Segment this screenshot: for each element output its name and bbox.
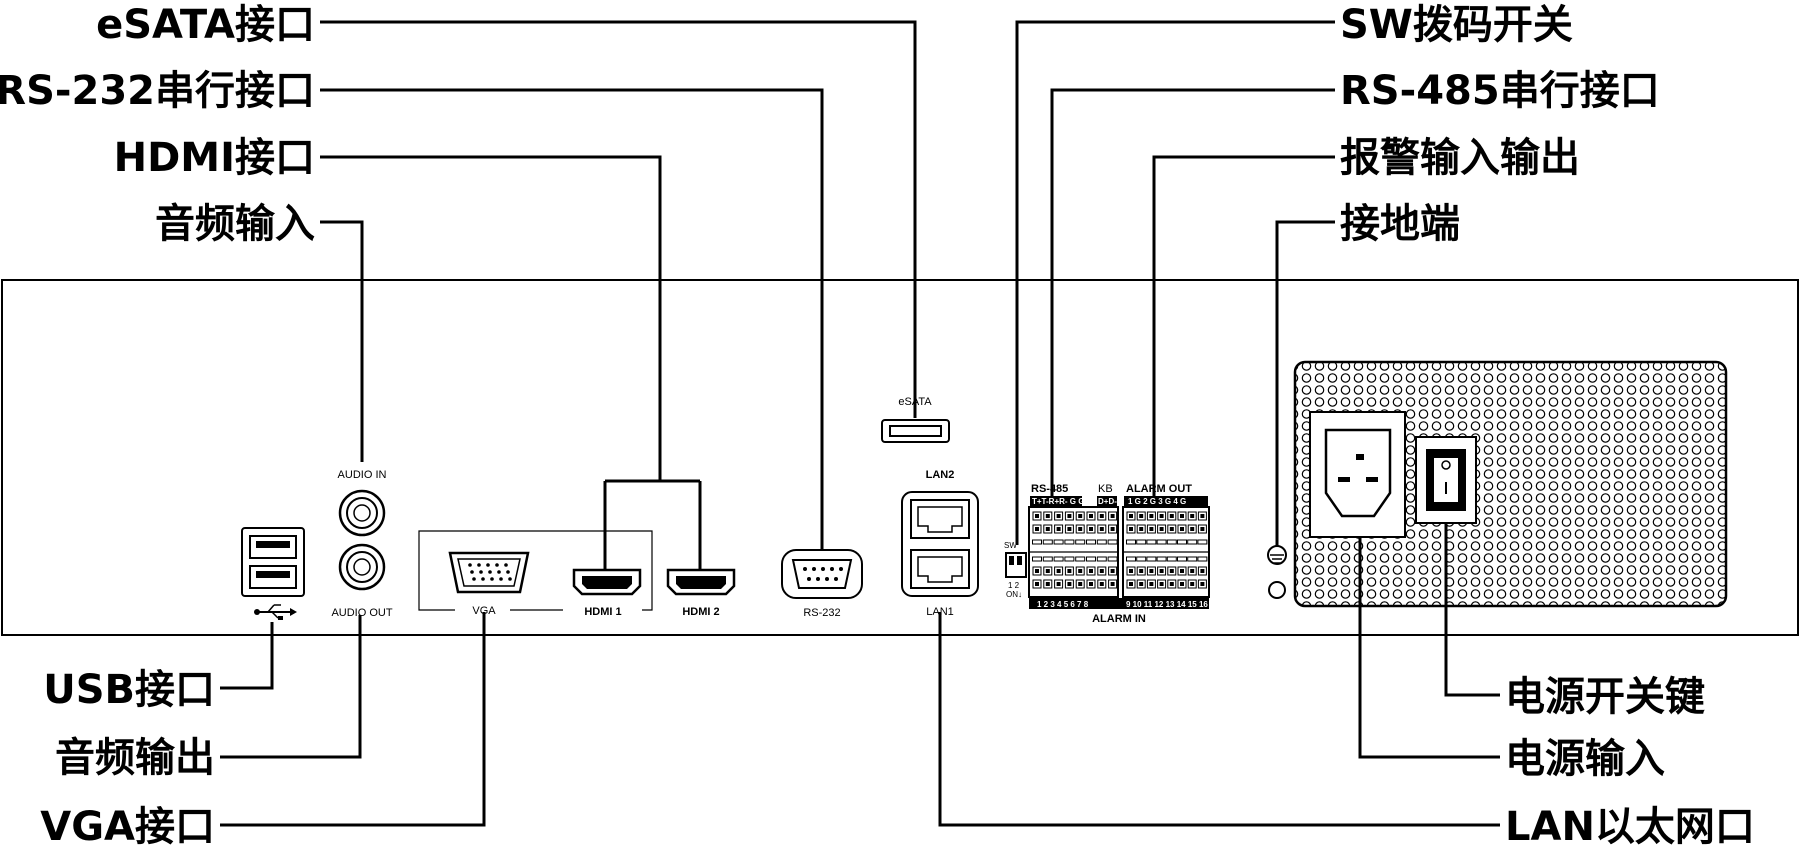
- esata-port: [881, 419, 950, 443]
- alarm-in-pin-labels-b: 9 10 11 12 13 14 15 16: [1126, 600, 1208, 609]
- audio-in-label: AUDIO IN: [338, 469, 387, 481]
- power-inlet: [1309, 411, 1406, 538]
- lan2-label: LAN2: [926, 469, 955, 481]
- alarm-out-pin-labels: 1 G 2 G 3 G 4 G: [1128, 497, 1186, 506]
- sw-label: SW: [1004, 541, 1017, 550]
- alarm-in-label: ALARM IN: [1092, 613, 1146, 625]
- callout-ground: 接地端: [1340, 201, 1460, 247]
- power-switch: [1415, 436, 1477, 524]
- callout-power-switch: 电源开关键: [1505, 674, 1705, 720]
- rs485-label: RS-485: [1031, 483, 1068, 495]
- callout-esata: eSATA接口: [96, 2, 315, 48]
- hdmi1-label: HDMI 1: [584, 606, 621, 618]
- screw-hole: [1268, 581, 1286, 599]
- hdmi2-port: [666, 568, 736, 596]
- alarm-out-label: ALARM OUT: [1126, 483, 1192, 495]
- ground-terminal: [1267, 545, 1287, 565]
- terminal-pins: [1032, 511, 1208, 589]
- callout-usb: USB接口: [43, 667, 215, 713]
- rs232-port: [781, 549, 863, 599]
- kb-label: KB: [1098, 483, 1113, 495]
- kb-pin-labels: D+D-: [1098, 497, 1117, 506]
- vga-label: VGA: [472, 605, 496, 617]
- callout-lan: LAN以太网口: [1505, 804, 1755, 849]
- rs485-pin-labels: T+T-R+R- G G: [1032, 497, 1084, 506]
- callout-rs485: RS-485串行接口: [1340, 68, 1660, 114]
- audio-out-jack: [338, 543, 386, 591]
- callout-vga: VGA接口: [40, 804, 215, 849]
- callout-lines: [220, 20, 1500, 827]
- alarm-in-pin-labels-a: 1 2 3 4 5 6 7 8: [1037, 600, 1089, 609]
- usb-icon: [254, 604, 297, 620]
- svg-text:1 2: 1 2: [1008, 581, 1020, 590]
- callout-power-input: 电源输入: [1505, 736, 1665, 782]
- usb-ports: [241, 527, 305, 597]
- callout-audio-in: 音频输入: [155, 201, 315, 247]
- hdmi1-port: [572, 568, 642, 596]
- vga-port: [448, 551, 530, 594]
- callout-alarm: 报警输入输出: [1340, 135, 1580, 181]
- audio-out-label: AUDIO OUT: [331, 607, 392, 619]
- rs232-label: RS-232: [803, 607, 840, 619]
- svg-text:ON↓: ON↓: [1006, 590, 1022, 599]
- callout-audio-out: 音频输出: [55, 735, 215, 781]
- sw-dip-switch: 1 2 ON↓: [1005, 552, 1027, 599]
- lan2-port: [910, 499, 970, 539]
- lan1-port: [910, 549, 970, 589]
- callout-rs232: RS-232串行接口: [0, 68, 315, 114]
- esata-label: eSATA: [898, 396, 932, 408]
- callout-sw: SW拨码开关: [1340, 2, 1573, 48]
- audio-in-jack: [338, 489, 386, 537]
- lan1-label: LAN1: [926, 606, 954, 618]
- hdmi2-label: HDMI 2: [682, 606, 719, 618]
- callout-hdmi: HDMI接口: [114, 135, 315, 181]
